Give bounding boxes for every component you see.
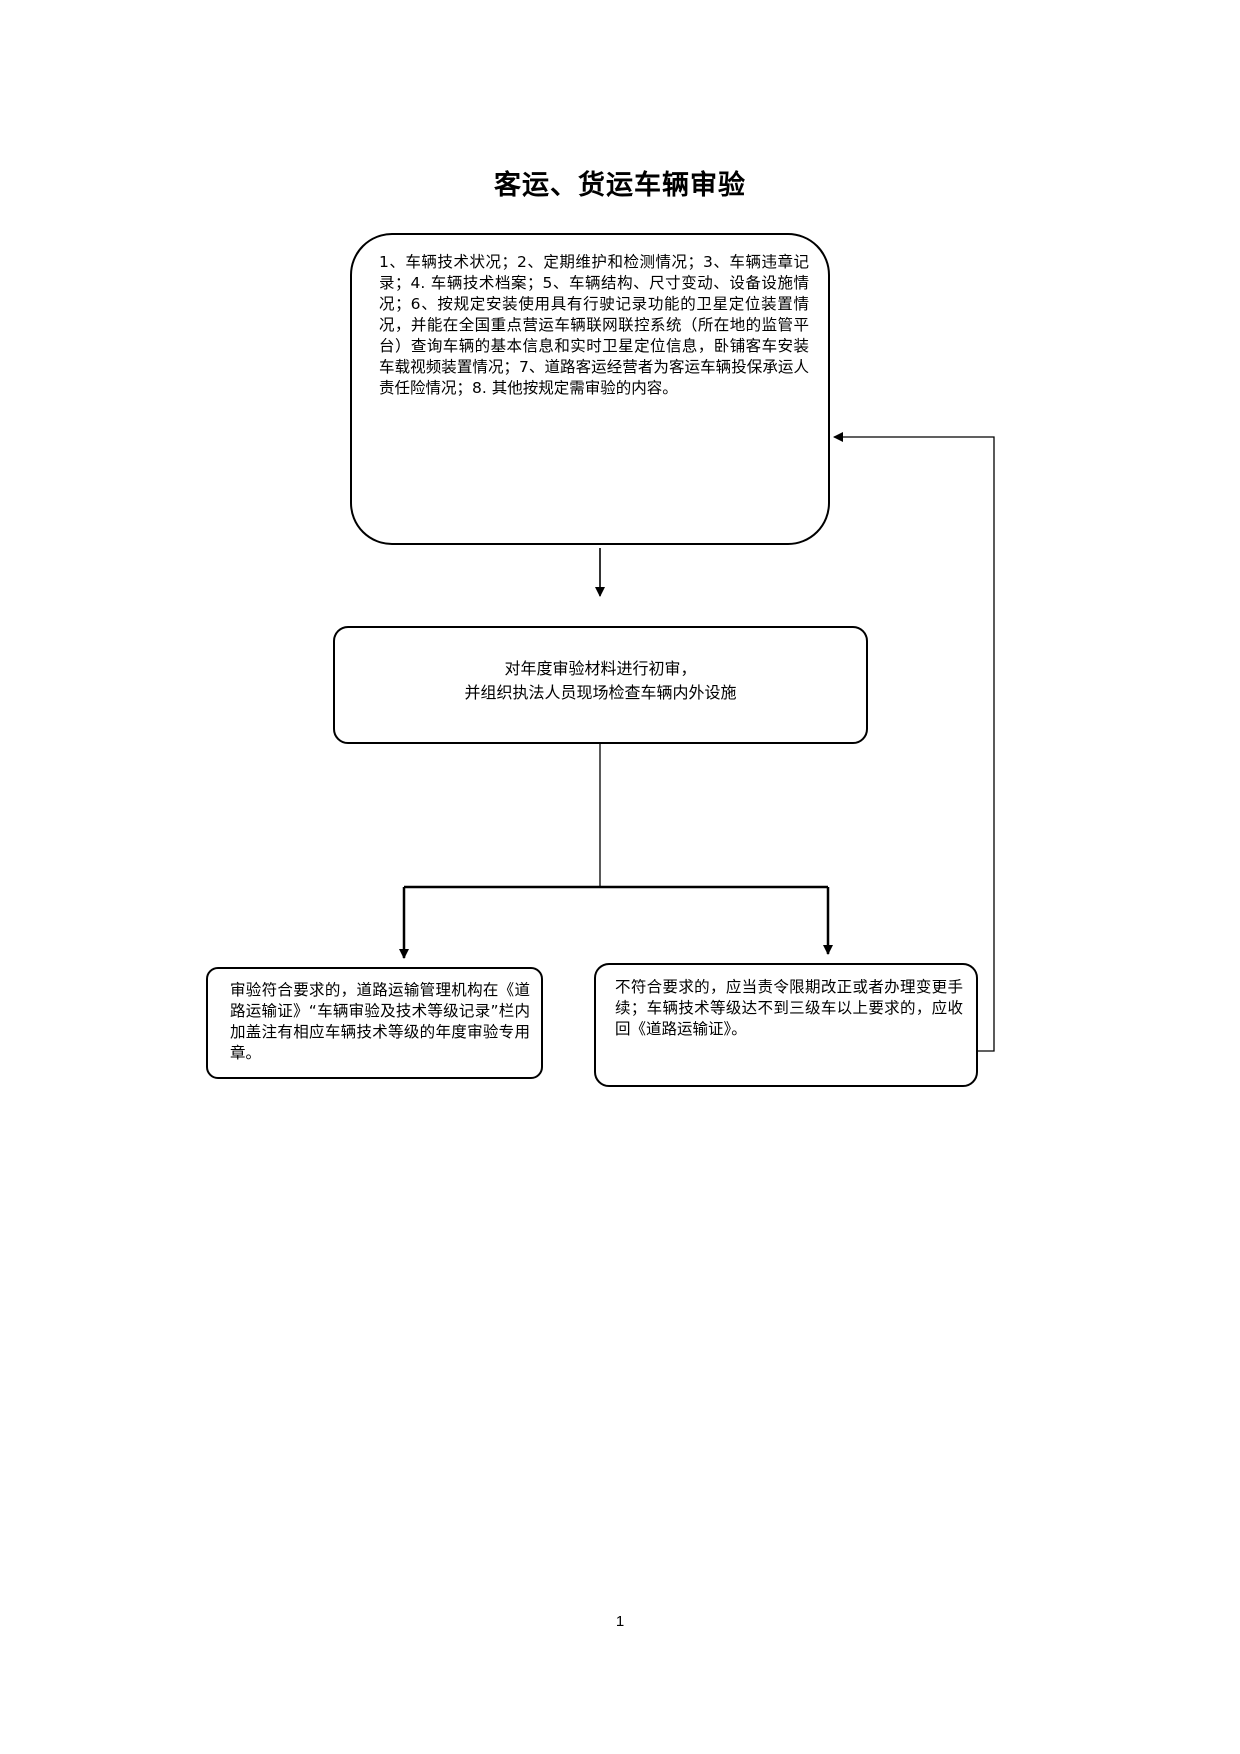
pass-outcome-text: 审验符合要求的，道路运输管理机构在《道路运输证》“车辆审验及技术等级记录”栏内加… [230,981,530,1062]
requirements-text: 1、车辆技术状况；2、定期维护和检测情况；3、车辆违章记录；4. 车辆技术档案；… [379,253,809,397]
pass-outcome-box: 审验符合要求的，道路运输管理机构在《道路运输证》“车辆审验及技术等级记录”栏内加… [206,967,543,1079]
feedback-arrow-fail-to-requirements [833,432,995,1052]
initial-review-text: 对年度审验材料进行初审， 并组织执法人员现场检查车辆内外设施 [464,659,737,702]
initial-review-box: 对年度审验材料进行初审， 并组织执法人员现场检查车辆内外设施 [333,626,868,744]
requirements-box: 1、车辆技术状况；2、定期维护和检测情况；3、车辆违章记录；4. 车辆技术档案；… [350,233,830,545]
fail-outcome-text: 不符合要求的，应当责令限期改正或者办理变更手续；车辆技术等级达不到三级车以上要求… [615,978,963,1038]
fail-outcome-box: 不符合要求的，应当责令限期改正或者办理变更手续；车辆技术等级达不到三级车以上要求… [594,963,978,1087]
page-number: 1 [615,1613,625,1630]
page-title: 客运、货运车辆审验 [494,170,746,201]
